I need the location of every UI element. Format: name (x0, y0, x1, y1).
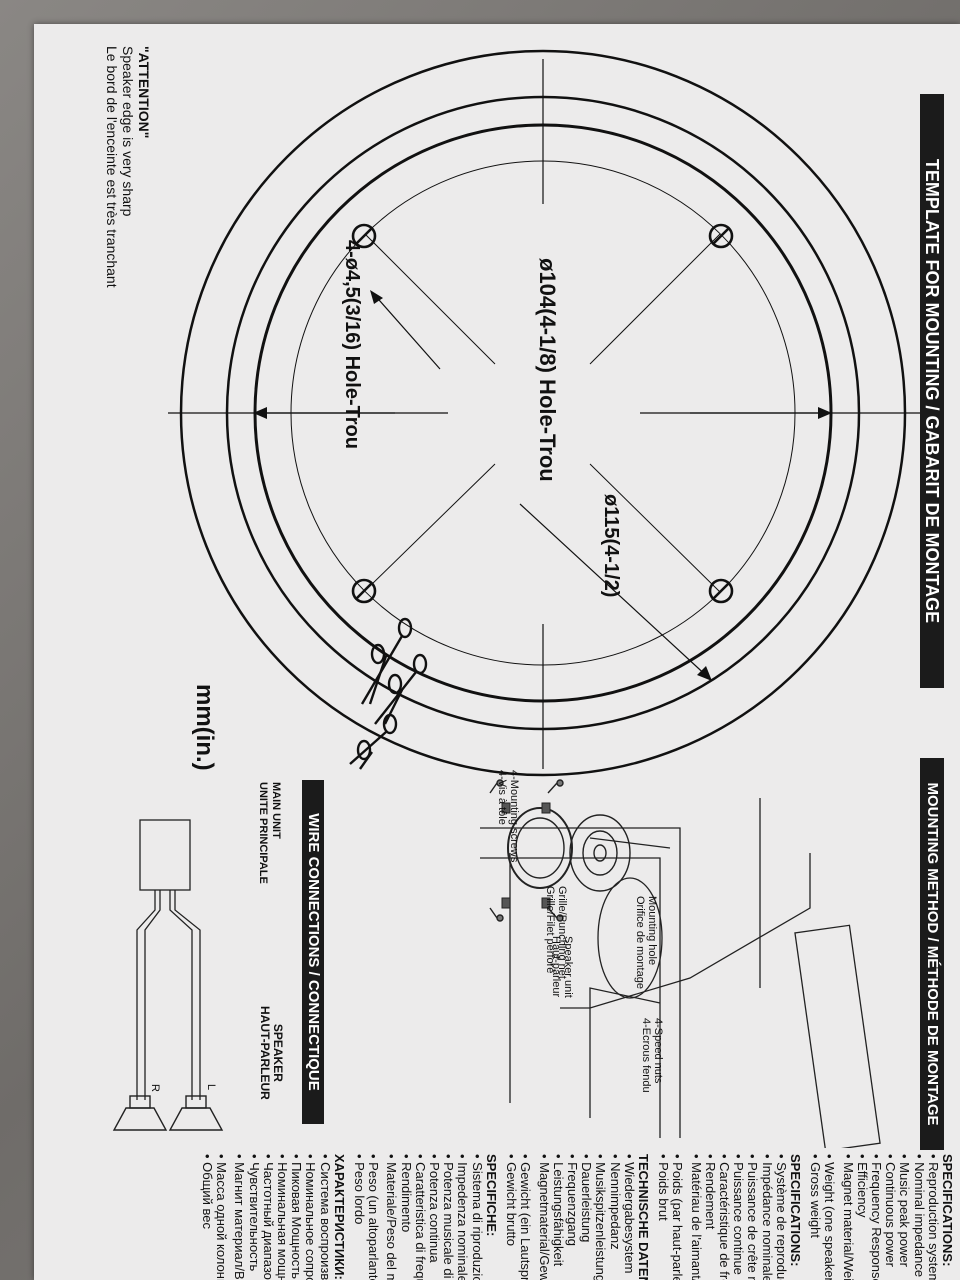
speaker-right-icon (112, 1095, 168, 1131)
rotated-manual: "ATTENTION" Speaker edge is very sharp L… (34, 24, 960, 1280)
dim-hole-label: ø104(4-1/8) Hole-Trou (535, 258, 560, 482)
mounting-method-drawing (480, 779, 881, 1148)
label-speed-nuts: 4-Speed nuts 4-Ecrous fendu (640, 1018, 664, 1093)
speaker-left-icon (168, 1095, 224, 1131)
spec-block: • Масса одной колонки • Общий вес (200, 1154, 230, 1280)
scissors-icon (349, 617, 428, 770)
right-channel-label: R (149, 1084, 161, 1092)
label-grille: Grille/Punching net Grille/Filet perforé (544, 886, 568, 979)
dim-screw-label: 4-ø4,5(3/16) Hole-Trou (341, 240, 363, 449)
speaker-unit-icon (507, 807, 631, 892)
mounting-screws-icon (489, 779, 564, 922)
wire-diagram: L R (112, 819, 224, 1131)
units-label: mm(in.) (191, 684, 218, 771)
main-unit-icon (139, 819, 191, 891)
screw-hole-4 (351, 578, 377, 604)
manual-sheet (34, 24, 960, 1280)
spec-block: • Gewicht (ein Lautsprecher) • Gewicht b… (504, 1154, 534, 1280)
label-mounting-screws: 4-Mounting screws 4-Vis à tôle (496, 770, 520, 863)
wire-connections-header: WIRE CONNECTIONS / CONNECTIQUE (302, 780, 324, 1124)
screw-hole-1 (708, 223, 734, 249)
specifications-column: SPECIFICATIONS: • Reproduction system • … (200, 1154, 955, 1280)
spec-block: • Poids (par haut-parleur) • Poids brut (656, 1154, 686, 1280)
mounting-template-drawing: ø104(4-1/8) Hole-Trou ø115(4-1/2) 4-ø4,5… (168, 49, 920, 777)
spec-block: • Weight (one speaker) • Gross weight (808, 1154, 838, 1280)
spec-block: SPECIFICATIONS: • Reproduction system • … (840, 1154, 955, 1280)
screw-hole-2 (708, 578, 734, 604)
spec-block: TECHNISCHE DATEN: • Wiedergabesystem • N… (536, 1154, 651, 1280)
spec-block: SPECIFICHE: • Sistema di riproduzione • … (384, 1154, 499, 1280)
sheet-viewport: "ATTENTION" Speaker edge is very sharp L… (34, 24, 960, 1280)
spec-block: • Peso (un altoparlante) • Peso lordo (352, 1154, 382, 1280)
screw-hole-3 (351, 223, 377, 249)
screw-holes (351, 223, 734, 604)
left-channel-label: L (205, 1084, 217, 1090)
mounting-method-header: MOUNTING METHOD / MÉTHODE DE MONTAGE (920, 758, 944, 1150)
dim-outer-label: ø115(4-1/2) (600, 494, 622, 597)
spec-block: ХАРАКТЕРИСТИКИ: • Система воспроизведени… (232, 1154, 347, 1280)
spec-block: SPECIFICATIONS: • Système de reproductio… (688, 1154, 803, 1280)
speed-nuts-icon (501, 802, 551, 909)
label-mounting-hole: Mounting hole Orifice de montage (634, 896, 658, 989)
